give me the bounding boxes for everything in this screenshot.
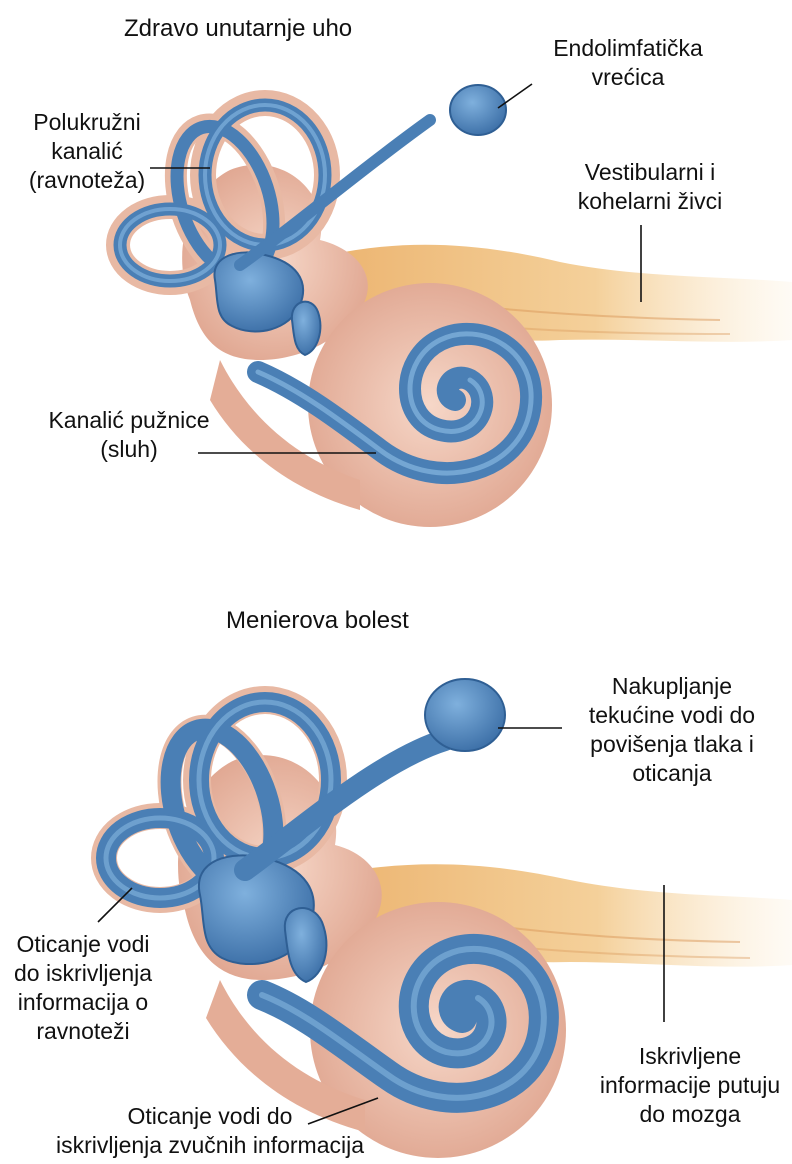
endolymphatic-sac-label: Endolimfatička vrećica [538,34,718,92]
semicircular-canal-label: Polukružni kanalić (ravnoteža) [12,108,162,195]
endolymphatic-sac [450,85,506,135]
distorted-info-to-brain-label: Iskrivljene informacije putuju do mozga [590,1042,790,1129]
fluid-buildup-label: Nakupljanje tekućine vodi do povišenja t… [562,672,782,788]
cochlear-duct-label: Kanalić pužnice (sluh) [24,406,234,464]
endolymphatic-sac-swollen [425,679,505,751]
healthy-ear-title: Zdravo unutarnje uho [124,14,352,43]
meniere-title: Menierova bolest [226,606,409,635]
balance-distortion-label: Oticanje vodi do iskrivljenja informacij… [0,930,166,1046]
vestibular-cochlear-nerves-label: Vestibularni i kohelarni živci [560,158,740,216]
sound-distortion-label: Oticanje vodi do iskrivljenja zvučnih in… [0,1102,420,1160]
